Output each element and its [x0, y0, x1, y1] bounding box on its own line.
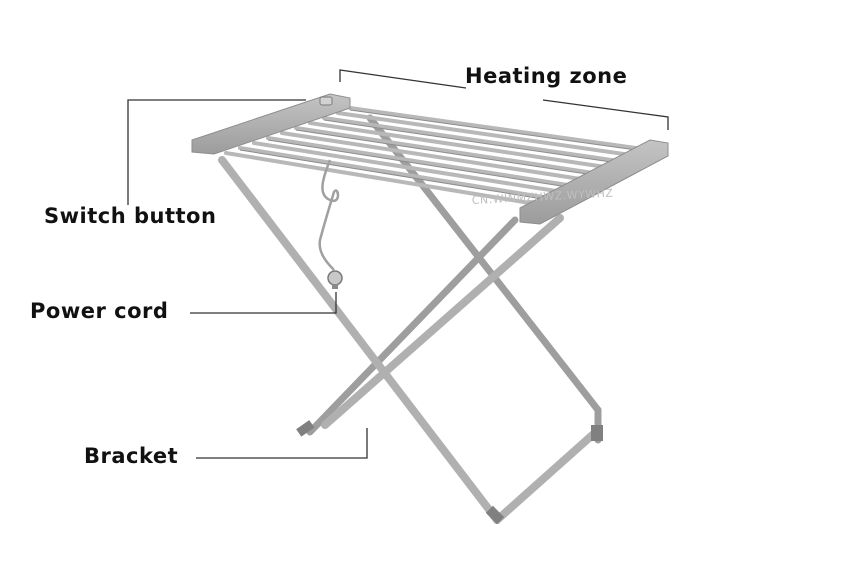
- switch-button-leader: [127, 99, 306, 205]
- left-end-cap: [191, 93, 351, 155]
- heating-bars: [224, 106, 652, 206]
- front-legs: [218, 156, 602, 524]
- bracket-leader: [196, 428, 368, 459]
- power-plug: [327, 270, 343, 286]
- heating-bars-shade: [239, 109, 651, 201]
- heating-zone-leader-left: [339, 69, 467, 89]
- bracket-label: Bracket: [84, 444, 179, 468]
- power-cord: [318, 159, 340, 271]
- heating-zone-label: Heating zone: [465, 64, 628, 88]
- leg-feet: [296, 420, 603, 525]
- leader-lines: [127, 69, 669, 459]
- power-cord-label: Power cord: [30, 299, 169, 323]
- heating-zone-leader-right: [542, 99, 669, 130]
- switch-button[interactable]: [319, 96, 333, 106]
- right-end-cap: [519, 139, 669, 225]
- power-cord-leader: [190, 292, 337, 314]
- power-plug-prong: [332, 284, 338, 289]
- switch-button-label: Switch button: [44, 204, 217, 228]
